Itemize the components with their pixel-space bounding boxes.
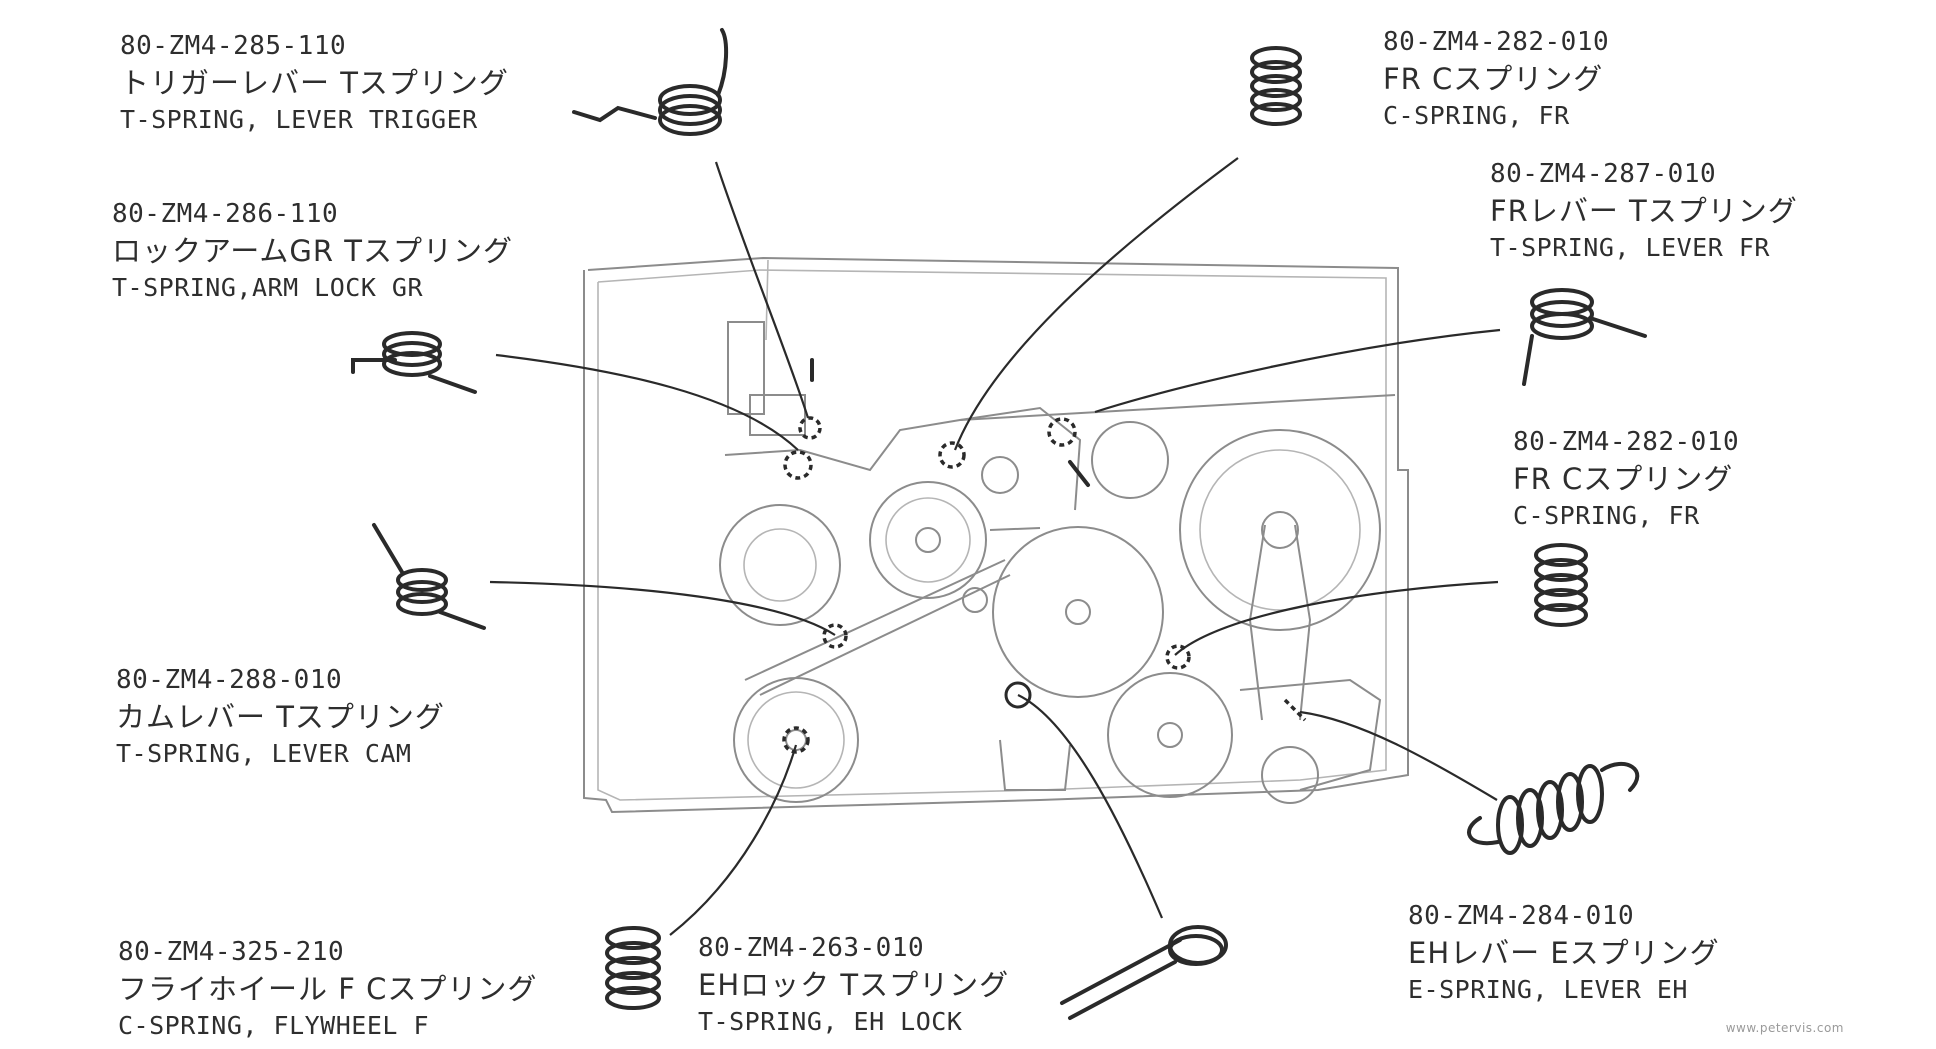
part-number: 80-ZM4-263-010	[698, 933, 925, 963]
japanese-name: トリガーレバー Tスプリング	[120, 66, 509, 100]
leader-arm-lock	[495, 353, 799, 451]
take-up-reel	[1179, 429, 1381, 631]
japanese-name: FR Cスプリング	[1513, 462, 1734, 496]
gear-cam	[719, 504, 841, 626]
english-name: C-SPRING, FLYWHEEL F	[118, 1011, 430, 1040]
capstan-wheel	[992, 526, 1164, 698]
part-number: 80-ZM4-288-010	[116, 665, 343, 695]
japanese-name: カムレバー Tスプリング	[116, 700, 445, 734]
japanese-name: EHロック Tスプリング	[698, 968, 1010, 1002]
japanese-name: ロックアームGR Tスプリング	[112, 234, 513, 268]
callout-flywheel-f: 80-ZM4-325-210 フライホイール F Cスプリング C-SPRING…	[118, 934, 537, 1044]
callout-lever-eh: 80-ZM4-284-010 EHレバー Eスプリング E-SPRING, LE…	[1408, 898, 1720, 1008]
callout-eh-lock: 80-ZM4-263-010 EHロック Tスプリング T-SPRING, EH…	[698, 930, 1009, 1040]
c-spring-fr-top-icon	[1250, 46, 1302, 126]
t-spring-lever-fr-icon	[1522, 288, 1647, 386]
leader-flywheel	[669, 744, 798, 936]
japanese-name: EHレバー Eスプリング	[1408, 936, 1720, 970]
part-number: 80-ZM4-325-210	[118, 937, 345, 967]
english-name: E-SPRING, LEVER EH	[1408, 975, 1688, 1004]
e-spring-lever-eh-icon	[1467, 761, 1640, 855]
leader-fr-top	[953, 157, 1239, 451]
spring-spots	[782, 358, 1307, 754]
callout-lever-trigger: 80-ZM4-285-110 トリガーレバー Tスプリング T-SPRING, …	[120, 28, 509, 138]
japanese-name: FR Cスプリング	[1383, 62, 1604, 96]
part-number: 80-ZM4-287-010	[1490, 159, 1717, 189]
flywheel-right	[1107, 672, 1233, 798]
leader-lines	[489, 157, 1501, 936]
leader-eh-lock	[1017, 694, 1164, 919]
callout-fr-top: 80-ZM4-282-010 FR Cスプリング C-SPRING, FR	[1383, 24, 1609, 134]
gears	[719, 421, 1381, 804]
callout-fr-right: 80-ZM4-282-010 FR Cスプリング C-SPRING, FR	[1513, 424, 1739, 534]
english-name: T-SPRING, EH LOCK	[698, 1007, 963, 1036]
chassis	[583, 256, 1409, 814]
english-name: T-SPRING, LEVER TRIGGER	[120, 105, 478, 134]
english-name: C-SPRING, FR	[1513, 501, 1700, 530]
english-name: T-SPRING, LEVER FR	[1490, 233, 1770, 262]
part-number: 80-ZM4-282-010	[1513, 427, 1740, 457]
english-name: T-SPRING, LEVER CAM	[116, 739, 412, 768]
t-spring-arm-lock-gr-icon	[351, 331, 477, 394]
gear-large-left	[869, 481, 987, 599]
c-spring-fr-right-icon	[1534, 543, 1588, 627]
japanese-name: フライホイール F Cスプリング	[118, 972, 538, 1006]
leader-lever-fr	[1094, 328, 1501, 414]
english-name: T-SPRING,ARM LOCK GR	[112, 273, 424, 302]
t-spring-eh-lock-icon	[1060, 925, 1228, 1020]
callout-arm-lock-gr: 80-ZM4-286-110 ロックアームGR Tスプリング T-SPRING,…	[112, 196, 513, 306]
leader-fr-right	[1174, 580, 1499, 656]
leader-trigger	[714, 161, 810, 419]
belts-levers	[724, 321, 1382, 791]
english-name: C-SPRING, FR	[1383, 101, 1570, 130]
part-number: 80-ZM4-284-010	[1408, 901, 1635, 931]
leader-lever-eh	[1299, 710, 1498, 801]
t-spring-lever-trigger-icon	[572, 28, 729, 136]
part-number: 80-ZM4-286-110	[112, 199, 339, 229]
part-number: 80-ZM4-285-110	[120, 31, 347, 61]
watermark: www.petervis.com	[1725, 1021, 1844, 1035]
c-spring-flywheel-f-icon	[605, 926, 661, 1010]
leader-lever-cam	[489, 580, 836, 636]
trigger-block	[727, 321, 765, 415]
spring-icons	[351, 28, 1647, 1020]
callout-lever-fr: 80-ZM4-287-010 FRレバー Tスプリング T-SPRING, LE…	[1490, 156, 1798, 266]
callout-lever-cam: 80-ZM4-288-010 カムレバー Tスプリング T-SPRING, LE…	[116, 662, 445, 772]
japanese-name: FRレバー Tスプリング	[1490, 194, 1798, 228]
t-spring-lever-cam-icon	[372, 523, 486, 630]
part-number: 80-ZM4-282-010	[1383, 27, 1610, 57]
flywheel-left	[733, 677, 859, 803]
